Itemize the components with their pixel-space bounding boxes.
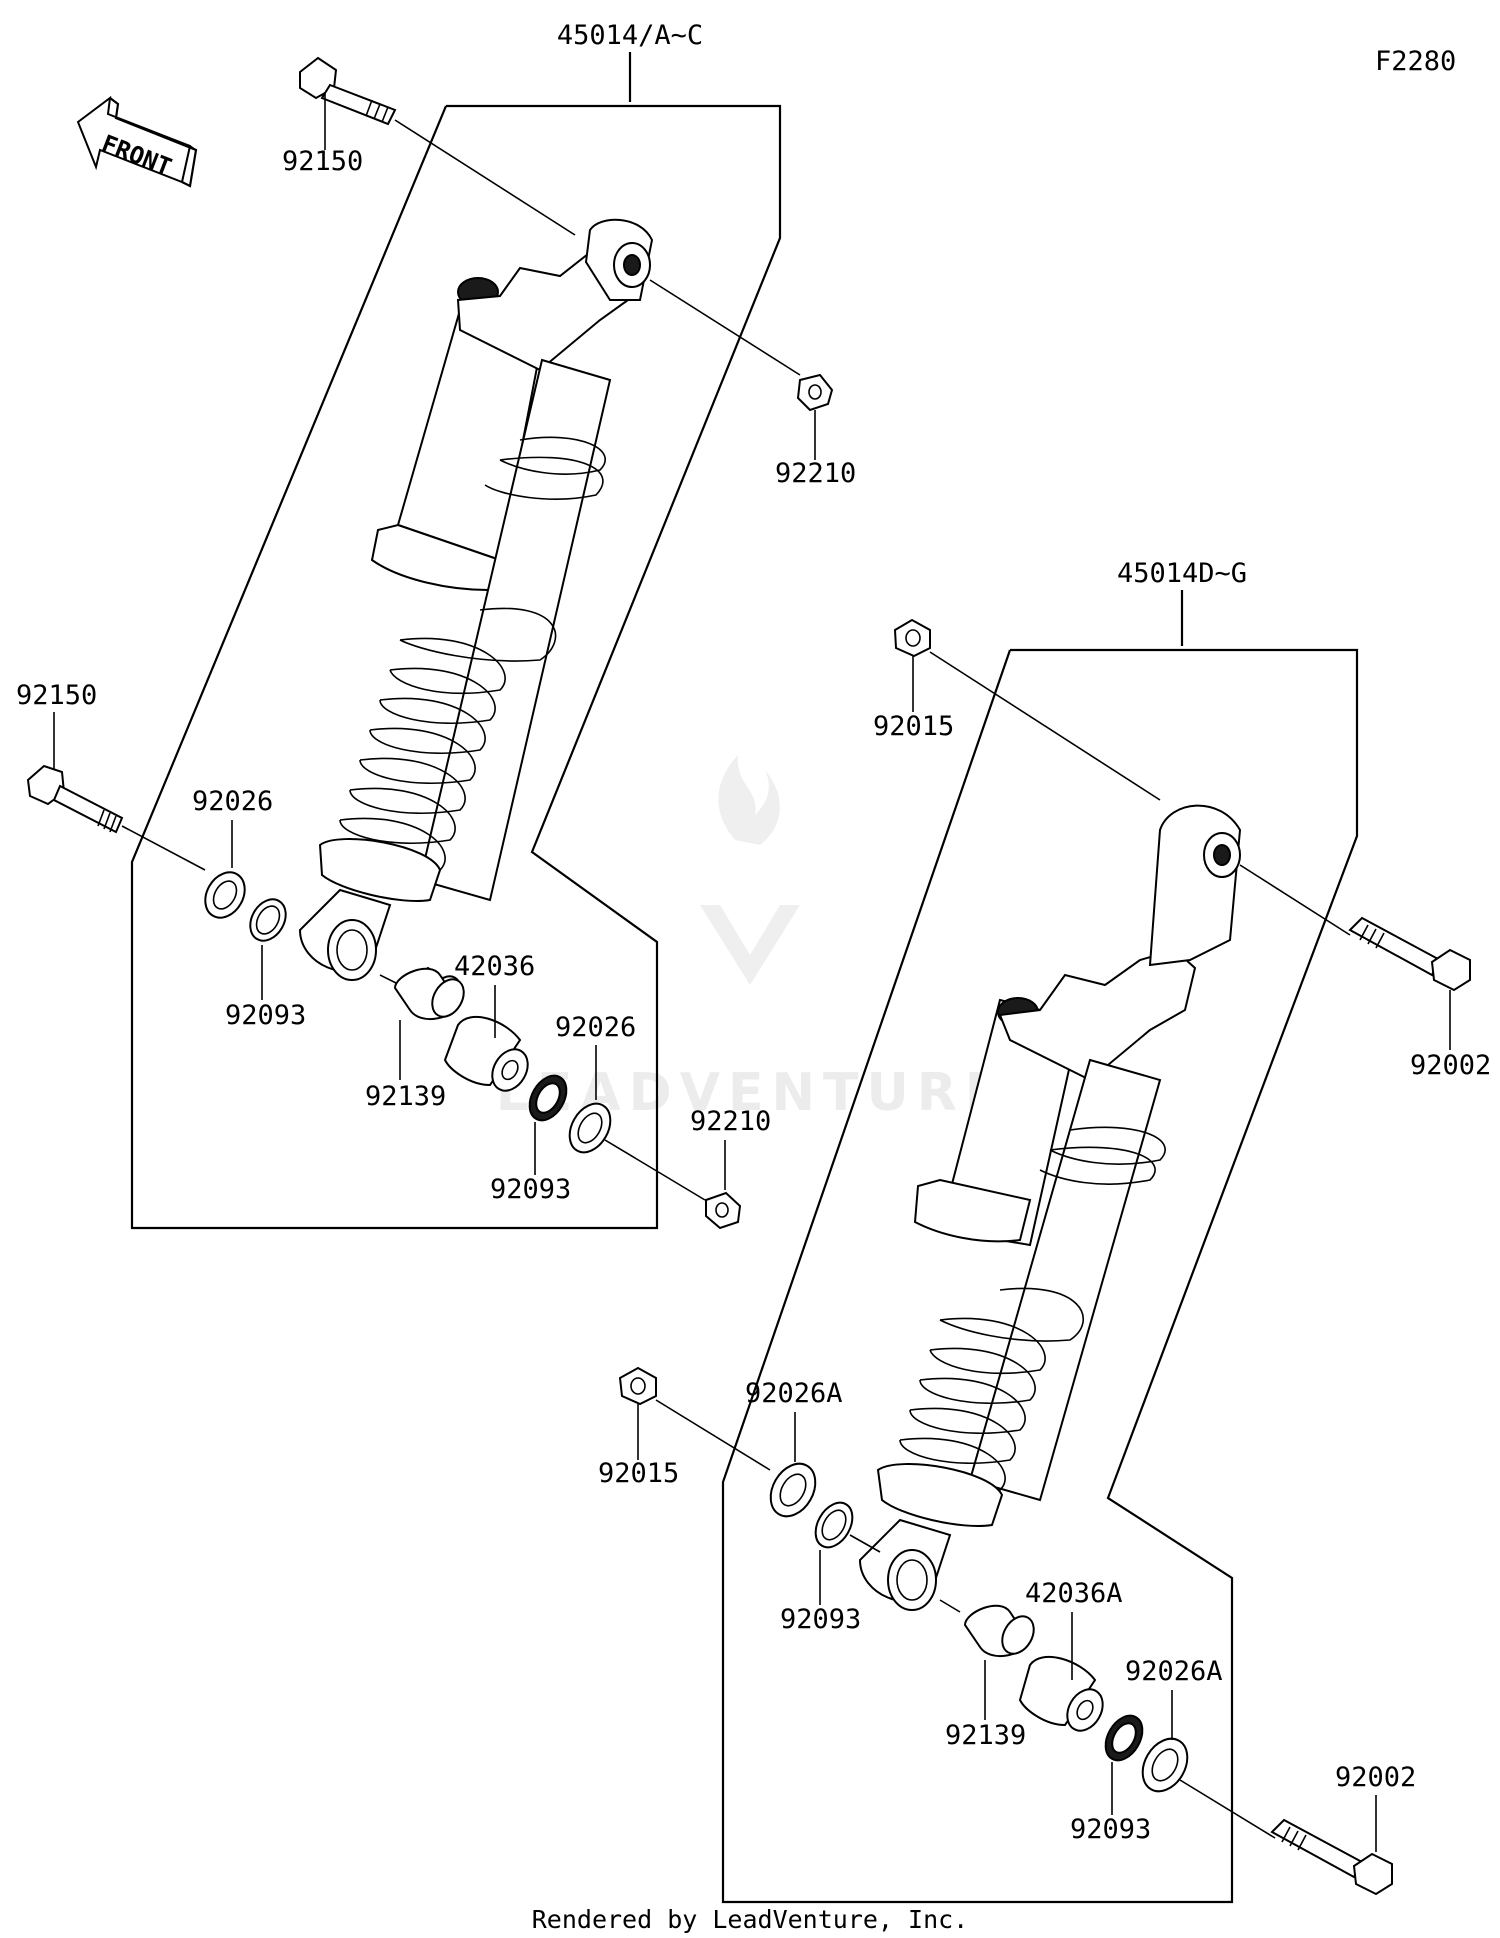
right-washer-b-label: 92026A bbox=[1125, 1656, 1223, 1687]
watermark: LEADVENTURE bbox=[496, 755, 1000, 1123]
right-bolt-top-label: 92002 bbox=[1410, 1050, 1491, 1081]
right-shock-absorber bbox=[858, 804, 1242, 1611]
footer-credit: Rendered by LeadVenture, Inc. bbox=[532, 1905, 969, 1934]
left-bolt-top-label: 92150 bbox=[282, 146, 363, 177]
right-bushing-label: 92139 bbox=[945, 1720, 1026, 1751]
diagram-code: F2280 bbox=[1375, 46, 1456, 77]
left-seal-a-label: 92093 bbox=[225, 1000, 306, 1031]
right-seal-b-label: 92093 bbox=[1070, 1814, 1151, 1845]
left-lower-bolt bbox=[26, 764, 124, 834]
left-shock-absorber bbox=[298, 218, 654, 981]
right-assembly-label: 45014D~G bbox=[1117, 558, 1247, 589]
left-bushing bbox=[393, 966, 465, 1021]
left-collar bbox=[443, 1015, 529, 1092]
left-nut-lower-label: 92210 bbox=[690, 1106, 771, 1137]
left-collar-label: 42036 bbox=[454, 951, 535, 982]
left-bushing-label: 92139 bbox=[365, 1081, 446, 1112]
left-assembly-label: 45014/A~C bbox=[557, 20, 703, 51]
right-bolt-lower-label: 92002 bbox=[1335, 1762, 1416, 1793]
left-assembly: 45014/A~C 92150 bbox=[16, 20, 856, 1230]
right-lower-bolt bbox=[1270, 1818, 1393, 1896]
front-arrow-icon: FRONT bbox=[76, 95, 198, 188]
left-washer-b-label: 92026 bbox=[555, 1012, 636, 1043]
right-collar bbox=[1018, 1655, 1104, 1732]
right-top-bolt bbox=[1348, 916, 1471, 992]
left-nut-top-label: 92210 bbox=[775, 458, 856, 489]
right-seal-a-label: 92093 bbox=[780, 1604, 861, 1635]
right-nut-lower-label: 92015 bbox=[598, 1458, 679, 1489]
right-assembly: 45014D~G 92015 bbox=[598, 558, 1491, 1904]
left-bolt-lower-label: 92150 bbox=[16, 680, 97, 711]
left-washer-a-label: 92026 bbox=[192, 786, 273, 817]
left-seal-b-label: 92093 bbox=[490, 1174, 571, 1205]
right-washer-a-label: 92026A bbox=[745, 1378, 843, 1409]
right-nut-top-label: 92015 bbox=[873, 711, 954, 742]
right-collar-label: 42036A bbox=[1025, 1578, 1123, 1609]
left-top-bolt bbox=[299, 56, 397, 126]
right-bushing bbox=[963, 1604, 1035, 1658]
